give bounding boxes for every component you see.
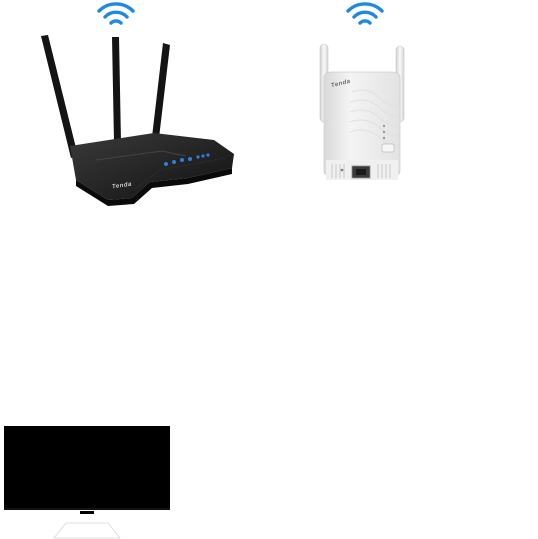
router-led bbox=[164, 162, 168, 166]
router-wifi-icon bbox=[96, 0, 136, 30]
extender-wifi-icon bbox=[345, 0, 385, 30]
monitor-screen bbox=[4, 426, 170, 508]
monitor-logo bbox=[80, 511, 94, 514]
monitor-bezel bbox=[4, 508, 170, 510]
router-body bbox=[70, 133, 234, 200]
monitor-stand bbox=[53, 522, 121, 539]
router-antenna-right bbox=[152, 43, 170, 138]
router-led bbox=[172, 160, 176, 164]
extender-wps-button bbox=[381, 143, 395, 153]
router-led bbox=[206, 153, 210, 157]
desktop-monitor-icon bbox=[4, 426, 170, 539]
router-antenna-middle bbox=[112, 37, 121, 142]
extender-device bbox=[312, 42, 412, 192]
router-device bbox=[36, 30, 242, 206]
router-led bbox=[196, 155, 200, 159]
router-antenna-left bbox=[41, 35, 78, 158]
router-led bbox=[180, 158, 184, 162]
router-led bbox=[188, 157, 192, 161]
router-led bbox=[201, 154, 205, 158]
